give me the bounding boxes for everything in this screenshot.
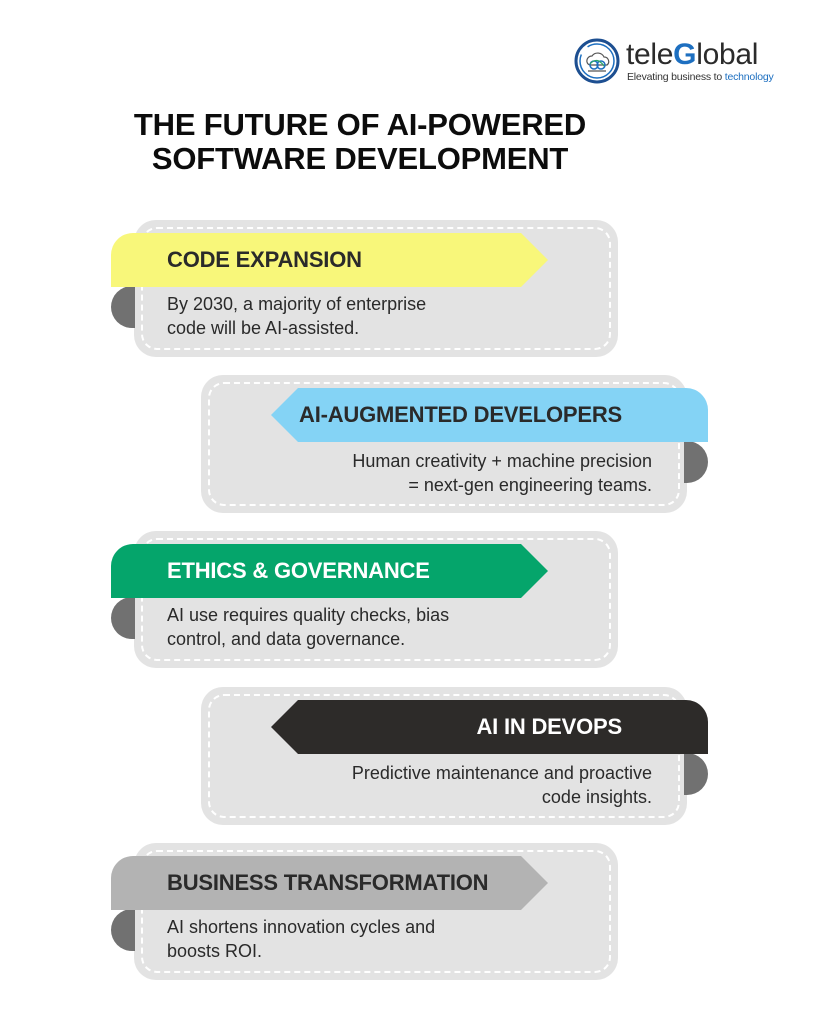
card-heading: BUSINESS TRANSFORMATION [167, 870, 489, 895]
ribbon-shape [271, 388, 708, 442]
card-description: AI use requires quality checks, bias con… [167, 605, 450, 649]
ribbon-shape [111, 233, 548, 287]
card-description: Human creativity + machine precision = n… [352, 451, 652, 495]
ribbon-shape [271, 700, 708, 754]
title-line-1: THE FUTURE OF AI-POWERED [133, 107, 587, 142]
ribbon-business-transformation: BUSINESS TRANSFORMATION [111, 856, 548, 910]
ribbon-curl [684, 753, 708, 795]
card-heading: ETHICS & GOVERNANCE [167, 558, 430, 583]
card-heading: AI-AUGMENTED DEVELOPERS [299, 402, 622, 427]
title-line-2: SOFTWARE DEVELOPMENT [151, 141, 569, 176]
ribbon-curl [111, 909, 135, 951]
ribbon-curl [684, 441, 708, 483]
card-description: AI shortens innovation cycles and boosts… [167, 917, 436, 961]
page-title: THE FUTURE OF AI-POWERED SOFTWARE DEVELO… [90, 108, 630, 176]
card-description: By 2030, a majority of enterprise code w… [167, 294, 427, 338]
teleglobal-logo: teleGlobal Elevating business to technol… [574, 38, 784, 86]
ribbon-ai-in-devops: AI IN DEVOPS [271, 700, 708, 754]
brand-tagline: Elevating business to technology [627, 71, 774, 83]
ribbon-shape [111, 544, 548, 598]
brand-name: teleGlobal [626, 38, 759, 71]
card-heading: AI IN DEVOPS [476, 714, 622, 739]
ribbon-ethics-governance: ETHICS & GOVERNANCE [111, 544, 548, 598]
card-heading: CODE EXPANSION [167, 247, 362, 272]
ribbon-shape [111, 856, 548, 910]
card-description: Predictive maintenance and proactive cod… [351, 763, 652, 807]
ribbon-code-expansion: CODE EXPANSION [111, 233, 548, 287]
globe-cloud-logo-icon [574, 38, 620, 84]
ribbon-ai-augmented-developers: AI-AUGMENTED DEVELOPERS [271, 388, 708, 442]
ribbon-curl [111, 597, 135, 639]
ribbon-curl [111, 286, 135, 328]
